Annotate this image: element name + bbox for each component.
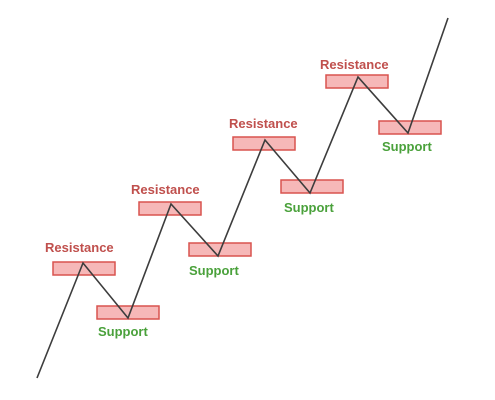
resistance-label-2: Resistance [131,182,200,197]
support-label-4: Support [382,139,432,154]
resistance-zone-1 [52,261,116,276]
price-line [36,17,449,379]
support-label-3: Support [284,200,334,215]
support-label-1: Support [98,324,148,339]
support-label-2: Support [189,263,239,278]
resistance-label-4: Resistance [320,57,389,72]
resistance-label-1: Resistance [45,240,114,255]
resistance-label-3: Resistance [229,116,298,131]
